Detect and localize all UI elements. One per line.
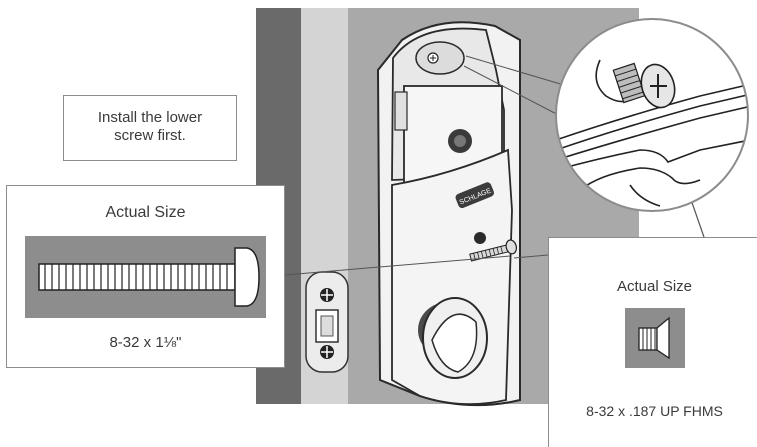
machine-screw-plate [25,236,266,318]
fhms-screw-size: 8-32 x .187 UP FHMS [586,403,723,419]
strike-plate [305,271,349,373]
leader-line-left [284,255,511,276]
fhms-screw-icon [638,316,670,360]
machine-screw-title: Actual Size [105,204,186,221]
machine-screw-callout: Actual Size 8-32 x 1⅛" [6,185,285,368]
instruction-line-1: Install the lower [97,109,203,126]
machine-screw-size: 8-32 x 1⅛" [109,334,182,351]
fhms-screw-plate [625,308,685,368]
fhms-screw-callout: Actual Size 8-32 x .187 UP FHMS [548,237,757,447]
leader-line-magnifier-2 [463,65,569,121]
lock-body: SCHLAGE [376,21,521,407]
instruction-text: Install the lower screw first. [64,109,236,145]
leader-line-right [513,254,549,259]
lower-screw [469,239,517,262]
instruction-note: Install the lower screw first. [63,95,237,161]
magnifier-detail [555,18,749,212]
leader-line-magnifier [465,55,575,89]
machine-screw-icon [38,247,260,307]
instruction-line-2: screw first. [114,127,186,144]
fhms-screw-title: Actual Size [616,278,693,295]
